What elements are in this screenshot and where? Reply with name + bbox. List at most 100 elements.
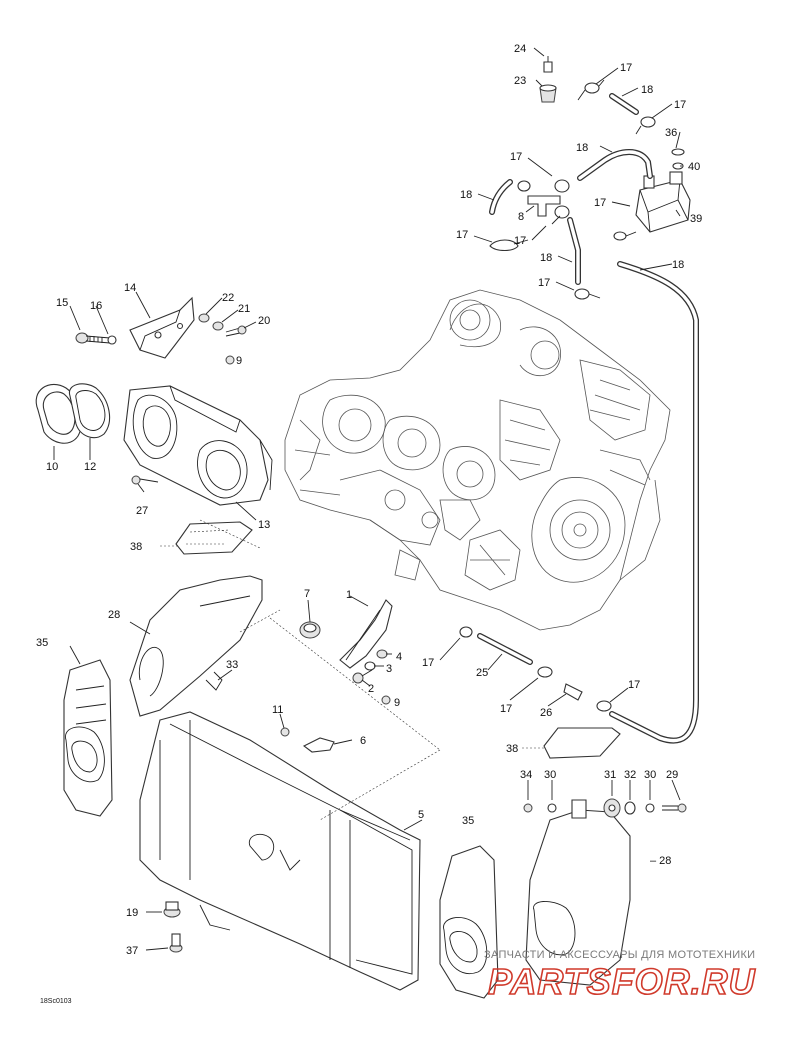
part-32-bushing	[624, 801, 636, 815]
part-17-clamp-lower-3	[596, 700, 612, 712]
callout-33: 33	[226, 659, 238, 671]
part-35-intake-right	[439, 845, 499, 999]
watermark: ЗАПЧАСТИ И АКСЕССУАРЫ ДЛЯ МОТОТЕХНИКИ PA…	[484, 949, 756, 1003]
callout-15: 15	[56, 297, 68, 309]
part-1-bracket	[339, 599, 393, 669]
watermark-brand: PARTSFOR.RU	[488, 961, 756, 1002]
part-6-clip	[302, 737, 335, 753]
part-9-screw-mid	[381, 695, 391, 705]
callout-34: 34	[520, 769, 532, 781]
part-24-fitting	[543, 56, 553, 73]
callout-14: 14	[124, 282, 136, 294]
part-17-clamp-mid	[459, 626, 473, 638]
callout-16: 16	[90, 300, 102, 312]
watermark-tagline: ЗАПЧАСТИ И АКСЕССУАРЫ ДЛЯ МОТОТЕХНИКИ	[484, 949, 755, 961]
figure-code: 18Sc0103	[40, 998, 72, 1005]
callout-17: 17	[510, 151, 522, 163]
callout-17: 17	[628, 679, 640, 691]
part-39-valve	[635, 171, 691, 233]
callout-11: 11	[272, 704, 283, 716]
callout-8: 8	[518, 211, 524, 223]
part-17-clamp-2	[635, 116, 656, 135]
part-16-washer	[107, 335, 117, 345]
callout-25: 25	[476, 667, 488, 679]
callout-26: 26	[540, 707, 552, 719]
part-3-washer	[364, 661, 376, 671]
part-35-intake-left	[63, 659, 113, 817]
part-17-clamp-center	[517, 179, 570, 219]
callout-37: 37	[126, 945, 138, 957]
part-5-airbox	[139, 711, 421, 991]
part-20-bolt	[225, 325, 247, 337]
engine-block	[284, 289, 671, 631]
callout-40: 40	[688, 161, 700, 173]
part-17-clamp-lower	[574, 288, 601, 300]
callout-6: 6	[360, 735, 366, 747]
part-25-hose	[477, 633, 533, 665]
part-7-grommet	[299, 621, 321, 639]
callout-18: 18	[672, 259, 684, 271]
callout-13: 13	[258, 519, 270, 531]
part-30-washer-b	[645, 803, 655, 813]
part-17-clamp-lower-2	[537, 666, 553, 678]
callout-23: 23	[514, 75, 526, 87]
callout-18: 18	[460, 189, 472, 201]
callout-39: 39	[690, 213, 702, 225]
callout-20: 20	[258, 315, 270, 327]
part-17-clamp-valve	[613, 231, 637, 241]
part-38-label-left	[175, 521, 253, 555]
callout-32: 32	[624, 769, 636, 781]
callout-2: 2	[368, 683, 374, 695]
callout-28: – 28	[650, 855, 671, 867]
callout-35: 35	[36, 637, 48, 649]
part-11-fastener	[280, 727, 290, 737]
callout-35: 35	[462, 815, 474, 827]
callout-9: 9	[394, 697, 400, 709]
part-38-label-right	[543, 727, 621, 759]
callout-12: 12	[84, 461, 96, 473]
part-9-screw-top	[225, 355, 235, 365]
callout-4: 4	[396, 651, 402, 663]
callout-36: 36	[665, 127, 677, 139]
callout-18: 18	[576, 142, 588, 154]
part-15-bolt	[75, 332, 111, 344]
callout-27: 27	[136, 505, 148, 517]
callout-17: 17	[674, 99, 686, 111]
part-23-fitting	[539, 84, 557, 103]
part-30-washer-a	[547, 803, 557, 813]
part-21-nut	[212, 321, 224, 331]
callout-30: 30	[644, 769, 656, 781]
callout-21: 21	[238, 303, 250, 315]
callout-30: 30	[544, 769, 556, 781]
part-17-clamp-loose	[489, 239, 529, 252]
part-13-throttle-body	[123, 385, 273, 506]
leader-lines	[53, 47, 682, 951]
part-40-fitting	[672, 162, 684, 170]
part-18-hose-long-top	[577, 149, 653, 181]
callout-31: 31	[604, 769, 616, 781]
part-18-hose-short	[609, 93, 639, 115]
callout-24: 24	[514, 43, 526, 55]
part-19-grommet	[163, 901, 181, 918]
callout-17: 17	[620, 62, 632, 74]
part-14-bracket	[129, 296, 195, 359]
callout-22: 22	[222, 292, 234, 304]
part-18-hose-vertical	[567, 217, 581, 285]
callout-29: 29	[666, 769, 678, 781]
callout-1: 1	[346, 589, 352, 601]
part-22-nut	[198, 313, 210, 323]
callout-10: 10	[46, 461, 58, 473]
part-29-bolt	[662, 803, 687, 813]
part-18-long-hose-right	[609, 261, 699, 744]
callout-17: 17	[422, 657, 434, 669]
callout-17: 17	[514, 235, 526, 247]
callout-9: 9	[236, 355, 242, 367]
callout-17: 17	[594, 197, 606, 209]
callout-18: 18	[540, 252, 552, 264]
part-28-duct-right	[525, 809, 631, 986]
callout-7: 7	[304, 588, 310, 600]
part-33-clip	[205, 671, 223, 691]
callout-17: 17	[500, 703, 512, 715]
